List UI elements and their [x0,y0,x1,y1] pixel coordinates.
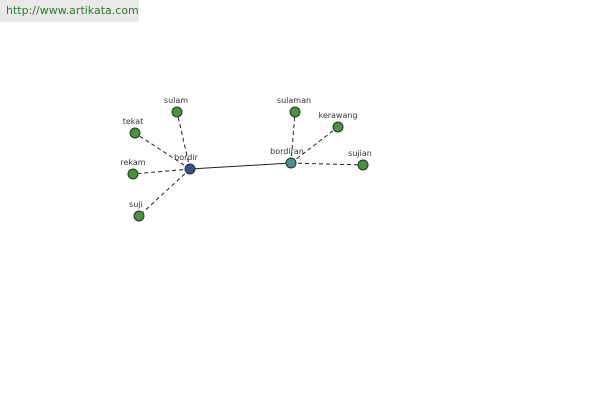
edge-bordir-rekam [132,168,191,175]
node-bordiran[interactable] [285,157,297,169]
node-label-bordiran: bordiran [270,147,304,156]
edge-bordiran-sulaman [290,111,296,164]
node-suji[interactable] [133,210,145,222]
node-sulam[interactable] [171,106,183,118]
node-label-kerawang: kerawang [318,111,357,120]
node-sujian[interactable] [357,159,369,171]
node-label-suji: suji [129,200,143,209]
node-label-sujian: sujian [348,149,372,158]
node-label-sulam: sulam [164,96,188,105]
edge-bordiran-kerawang [290,126,339,164]
node-tekat[interactable] [129,127,141,139]
node-kerawang[interactable] [332,121,344,133]
node-sulaman[interactable] [289,106,301,118]
node-label-rekam: rekam [120,158,145,167]
edge-bordir-sulam [176,111,191,170]
node-label-bordir: bordir [174,153,198,162]
node-label-tekat: tekat [123,117,144,126]
edge-bordir-suji [138,168,191,217]
edge-bordir-bordiran [189,162,292,170]
node-bordir[interactable] [184,163,196,175]
node-label-sulaman: sulaman [277,96,311,105]
site-url-link[interactable]: http://www.artikata.com [0,0,139,22]
node-rekam[interactable] [127,168,139,180]
edge-bordir-tekat [134,132,191,170]
edge-bordiran-sujian [290,162,364,166]
